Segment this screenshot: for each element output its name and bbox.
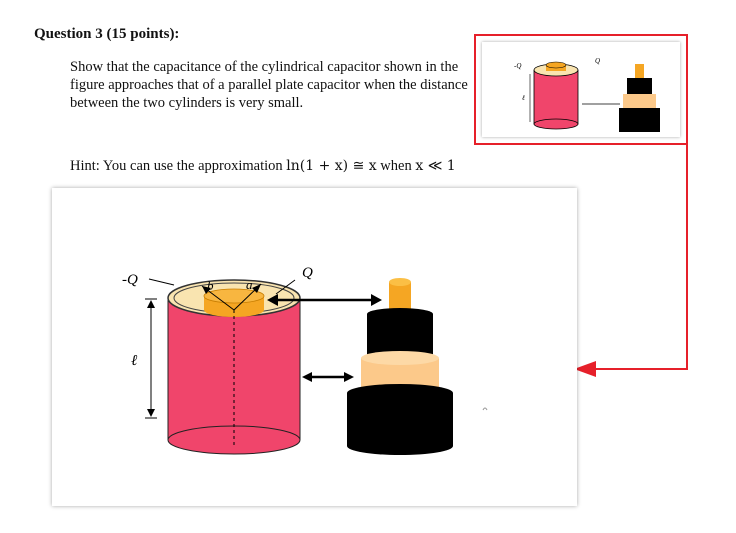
main-figure: ℓ -Q Q b a (52, 188, 577, 506)
stack-top-post (389, 282, 411, 312)
thumb-stack-top-post (635, 64, 644, 78)
thumb-outer-bottom (533, 118, 579, 130)
outer-cylinder-body (168, 298, 300, 440)
hint-when: when (380, 158, 412, 174)
stack-black-upper (367, 314, 433, 358)
thumb-label-pos-charge: Q (595, 57, 600, 65)
callout-arrowhead (574, 361, 596, 377)
label-radius-b: b (207, 278, 214, 293)
label-neg-charge: -Q (122, 272, 138, 288)
question-heading: Question 3 (15 points): (34, 26, 180, 42)
hint-prefix: Hint: You can use the approximation (70, 158, 283, 174)
callout-connector-line (590, 145, 688, 370)
thumbnail-figure: -Q Q ℓ (482, 42, 680, 137)
thumb-inner-top (545, 61, 567, 69)
thumbnail-svg: -Q Q ℓ (514, 57, 660, 132)
thumb-stack-black-1 (627, 78, 652, 94)
thumb-stack-black-2 (619, 108, 660, 132)
main-figure-svg: ℓ -Q Q b a (122, 265, 488, 455)
question-body: Show that the capacitance of the cylindr… (70, 59, 468, 111)
thumb-stack-peach (623, 94, 656, 108)
label-pos-charge: Q (302, 265, 313, 281)
hint-formula: ln(1 + x) ≅ x (286, 158, 377, 174)
thumbnail-callout: -Q Q ℓ (474, 34, 688, 145)
label-radius-a: a (246, 277, 253, 292)
thumb-label-neg-charge: -Q (514, 62, 521, 70)
thumb-label-length: ℓ (521, 94, 525, 102)
hint-condition: x ≪ 1 (415, 158, 456, 174)
hint-line: Hint: You can use the approximation ln(1… (70, 158, 456, 175)
inner-cylinder-top (203, 288, 265, 304)
label-length: ℓ (131, 353, 137, 369)
